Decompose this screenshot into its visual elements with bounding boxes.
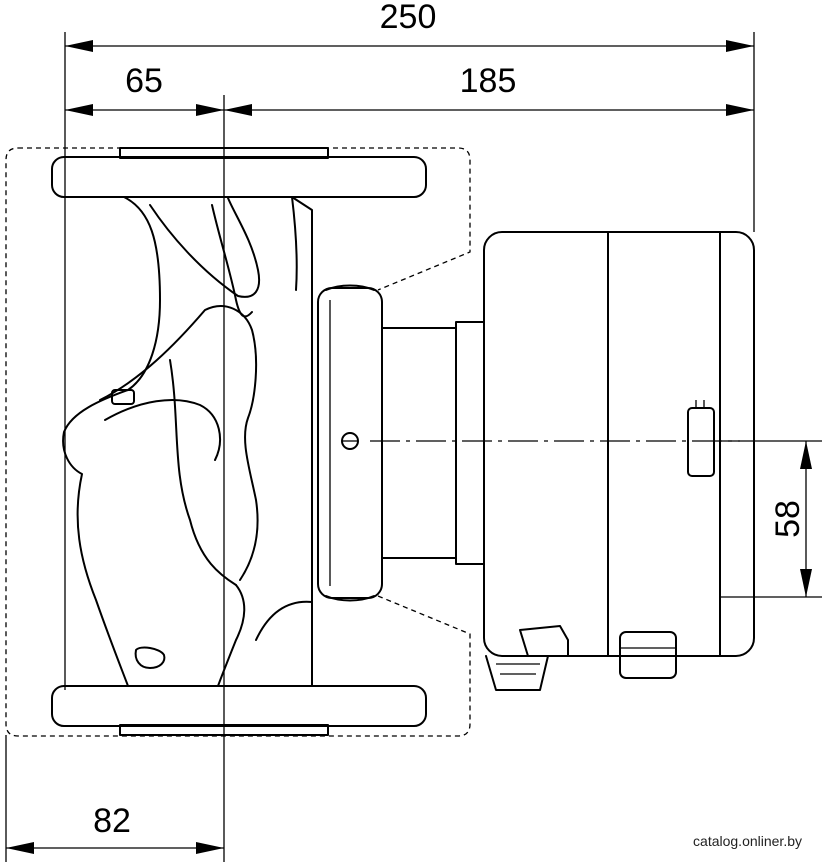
- dim-82-label: 82: [93, 802, 131, 840]
- dim-250-label: 250: [380, 0, 437, 36]
- pump-housing: [51, 147, 427, 736]
- pump-motor: [483, 231, 755, 657]
- dim-185-label: 185: [460, 62, 517, 100]
- dim-58-label: 58: [769, 500, 807, 538]
- watermark: catalog.onliner.by: [693, 833, 802, 849]
- dimension-lines: [5, 32, 822, 862]
- dim-65-label: 65: [125, 62, 163, 100]
- electrical-connector: [485, 625, 677, 691]
- insulation-shell-outline: [5, 147, 471, 737]
- pump-neck: [317, 284, 485, 602]
